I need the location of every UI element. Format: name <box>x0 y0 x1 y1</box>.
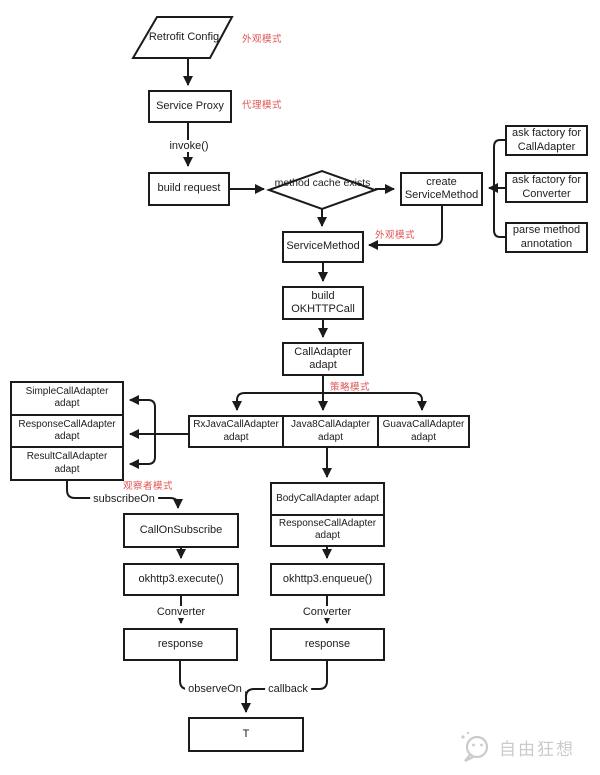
edge-label-observeon: observeOn <box>185 683 245 695</box>
node-retrofit-config: Retrofit Config <box>148 31 220 43</box>
node-method-cache-exists: method cache exists <box>274 177 371 189</box>
pattern-label-facade-servicemethod: 外观模式 <box>375 230 416 241</box>
edge-label-subscribeon: subscribeOn <box>90 493 158 505</box>
node-response-left: response <box>123 628 238 661</box>
node-okhttp3-execute: okhttp3.execute() <box>123 563 239 596</box>
pattern-label-facade-top: 外观模式 <box>242 34 283 45</box>
edge-label-invoke: invoke() <box>166 140 212 152</box>
node-build-request: build request <box>148 172 230 206</box>
edge-branch-guava <box>323 392 427 411</box>
node-result-calladapter: ResultCallAdapter adapt <box>12 446 122 479</box>
edge-branch-rxjava <box>232 392 323 411</box>
retrofit-config-shape <box>131 16 234 59</box>
pattern-label-proxy: 代理模式 <box>242 100 283 111</box>
node-simple-calladapter: SimpleCallAdapter adapt <box>25 386 109 410</box>
node-java8-calladapter: Java8CallAdapter adapt <box>282 417 377 446</box>
edge-create-to-servicemethod <box>368 206 443 250</box>
edge-label-callback: callback <box>265 683 311 695</box>
edge-dist-to-simpleadapter <box>129 395 156 434</box>
adapter-row: RxJavaCallAdapter adapt Java8CallAdapter… <box>188 415 470 448</box>
edge-label-converter-right: Converter <box>299 606 355 618</box>
node-parse-method-annotation: parse method annotation <box>505 222 588 253</box>
edge-callback-merge <box>245 661 328 698</box>
pattern-label-strategy: 策略模式 <box>330 382 371 393</box>
node-service-proxy: Service Proxy <box>148 90 232 123</box>
node-create-servicemethod: create ServiceMethod <box>400 172 483 206</box>
node-guava-calladapter: GuavaCallAdapter adapt <box>377 417 468 446</box>
node-okhttp3-enqueue: okhttp3.enqueue() <box>270 563 385 596</box>
node-response-calladapter-left: ResponseCallAdapter adapt <box>12 413 122 447</box>
body-adapter-stack: BodyCallAdapter adapt ResponseCallAdapte… <box>270 482 385 547</box>
edge-parseannotation-bracket <box>493 188 505 238</box>
wechat-logo-icon <box>461 731 489 762</box>
node-ask-factory-converter: ask factory for Converter <box>505 172 588 203</box>
node-response-right: response <box>270 628 385 661</box>
node-body-calladapter: BodyCallAdapter adapt <box>276 492 379 504</box>
node-calladapter-adapt: CallAdapter adapt <box>282 342 364 376</box>
node-rxjava-calladapter: RxJavaCallAdapter adapt <box>193 419 279 443</box>
left-adapter-stack: SimpleCallAdapter adapt ResponseCallAdap… <box>10 381 124 481</box>
edge-askcalladapter-bracket <box>493 139 505 188</box>
edge-label-converter-left: Converter <box>153 606 209 618</box>
node-servicemethod: ServiceMethod <box>282 231 364 263</box>
node-build-okhttpcall: build OKHTTPCall <box>282 286 364 320</box>
edge-dist-to-resultadapter <box>129 434 156 469</box>
node-ask-factory-calladapter: ask factory for CallAdapter <box>505 125 588 156</box>
node-callonsubscribe: CallOnSubscribe <box>123 513 239 548</box>
pattern-label-observer: 观察者模式 <box>123 481 174 492</box>
node-response-calladapter-right: ResponseCallAdapter adapt <box>272 513 383 546</box>
watermark-text: 自由狂想 <box>499 740 575 759</box>
node-result-t: T <box>188 717 304 752</box>
